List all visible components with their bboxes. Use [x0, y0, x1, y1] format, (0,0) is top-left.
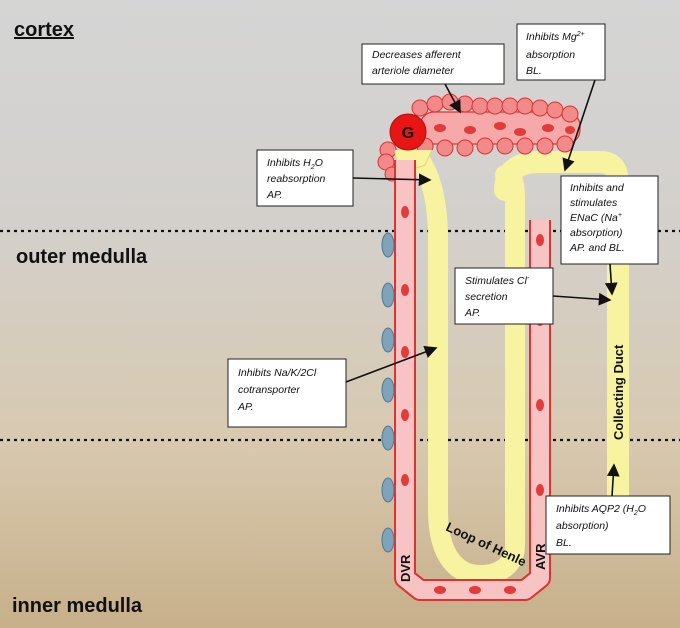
svg-text:AP.: AP. — [464, 307, 481, 319]
annotation-enac: Inhibits and stimulates ENaC (Na+ absorp… — [560, 175, 659, 265]
outer-medulla-label: outer medulla — [16, 246, 148, 268]
annotation-aqp2: Inhibits AQP2 (H2O absorption) BL. — [545, 495, 671, 555]
svg-text:secretion: secretion — [465, 291, 508, 303]
annotation-h2o: Inhibits H2O reabsorption AP. — [256, 149, 354, 207]
annotation-nkcc: Inhibits Na/K/2Cl cotransporter AP. — [227, 358, 347, 428]
svg-text:BL.: BL. — [526, 65, 542, 77]
annotation-cl: Stimulates Cl- secretion AP. — [454, 267, 554, 325]
cortex-label: cortex — [14, 19, 74, 41]
svg-text:Decreases afferent: Decreases afferent — [372, 49, 462, 61]
glomerulus-label: G — [402, 125, 414, 142]
svg-text:AP.: AP. — [237, 401, 254, 413]
arteriole-cluster — [377, 93, 581, 182]
svg-text:Inhibits and: Inhibits and — [570, 182, 625, 194]
svg-text:Inhibits H2O: Inhibits H2O — [267, 157, 323, 171]
svg-text:Inhibits AQP2 (H2O: Inhibits AQP2 (H2O — [556, 503, 646, 517]
svg-text:BL.: BL. — [556, 537, 572, 549]
collecting-duct-label: Collecting Duct — [611, 344, 626, 440]
svg-text:Inhibits Na/K/2Cl: Inhibits Na/K/2Cl — [238, 367, 317, 379]
svg-text:stimulates: stimulates — [570, 197, 618, 209]
annotation-afferent: Decreases afferent arteriole diameter — [361, 43, 505, 85]
pericytes — [381, 232, 395, 553]
svg-text:ENaC (Na+: ENaC (Na+ — [570, 212, 622, 224]
svg-text:AP.: AP. — [266, 189, 283, 201]
annotation-mg: Inhibits Mg2+ absorption BL. — [516, 23, 606, 81]
svg-text:arteriole diameter: arteriole diameter — [372, 65, 454, 77]
avr-label: AVR — [533, 543, 548, 570]
inner-medulla-label: inner medulla — [12, 595, 143, 617]
svg-text:cotransporter: cotransporter — [238, 384, 300, 396]
svg-text:absorption): absorption) — [556, 520, 609, 532]
svg-text:absorption): absorption) — [570, 227, 623, 239]
loop-of-henle — [410, 150, 525, 586]
svg-text:AP. and BL.: AP. and BL. — [569, 242, 625, 254]
svg-text:absorption: absorption — [526, 49, 575, 61]
svg-text:Stimulates Cl-: Stimulates Cl- — [465, 275, 530, 287]
dvr-label: DVR — [398, 554, 413, 582]
glomerulus — [389, 113, 427, 151]
svg-text:Inhibits Mg2+: Inhibits Mg2+ — [526, 31, 585, 43]
svg-text:reabsorption: reabsorption — [267, 173, 326, 185]
